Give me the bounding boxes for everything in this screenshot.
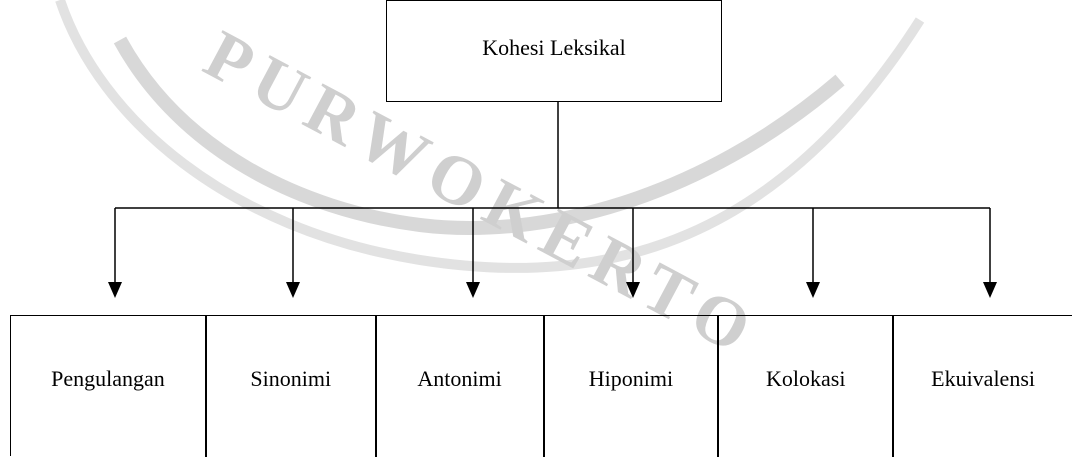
node-label-pengulangan: Pengulangan	[51, 365, 165, 391]
arrowhead-pengulangan	[108, 282, 122, 298]
arrowhead-kolokasi	[806, 282, 820, 298]
node-label-hiponimi: Hiponimi	[588, 365, 674, 391]
node-hiponimi: Hiponimi	[545, 316, 720, 457]
node-antonimi: Antonimi	[377, 316, 545, 457]
node-label-sinonimi: Sinonimi	[250, 365, 332, 391]
node-sinonimi: Sinonimi	[207, 316, 377, 457]
branch-drops	[108, 208, 997, 298]
arrowhead-hiponimi	[626, 282, 640, 298]
arrowhead-ekuivalensi	[983, 282, 997, 298]
node-label-ekuivalensi: Ekuivalensi	[931, 365, 1035, 391]
children-row: Pengulangan Sinonimi Antonimi Hiponimi K…	[10, 315, 1072, 457]
node-ekuivalensi: Ekuivalensi	[894, 316, 1072, 457]
node-label-kolokasi: Kolokasi	[766, 365, 846, 391]
arrowhead-sinonimi	[286, 282, 300, 298]
node-pengulangan: Pengulangan	[11, 316, 207, 457]
root-node: Kohesi Leksikal	[386, 0, 722, 102]
node-label-antonimi: Antonimi	[417, 365, 502, 391]
root-label: Kohesi Leksikal	[482, 35, 626, 60]
node-kolokasi: Kolokasi	[719, 316, 895, 457]
arrowhead-antonimi	[466, 282, 480, 298]
